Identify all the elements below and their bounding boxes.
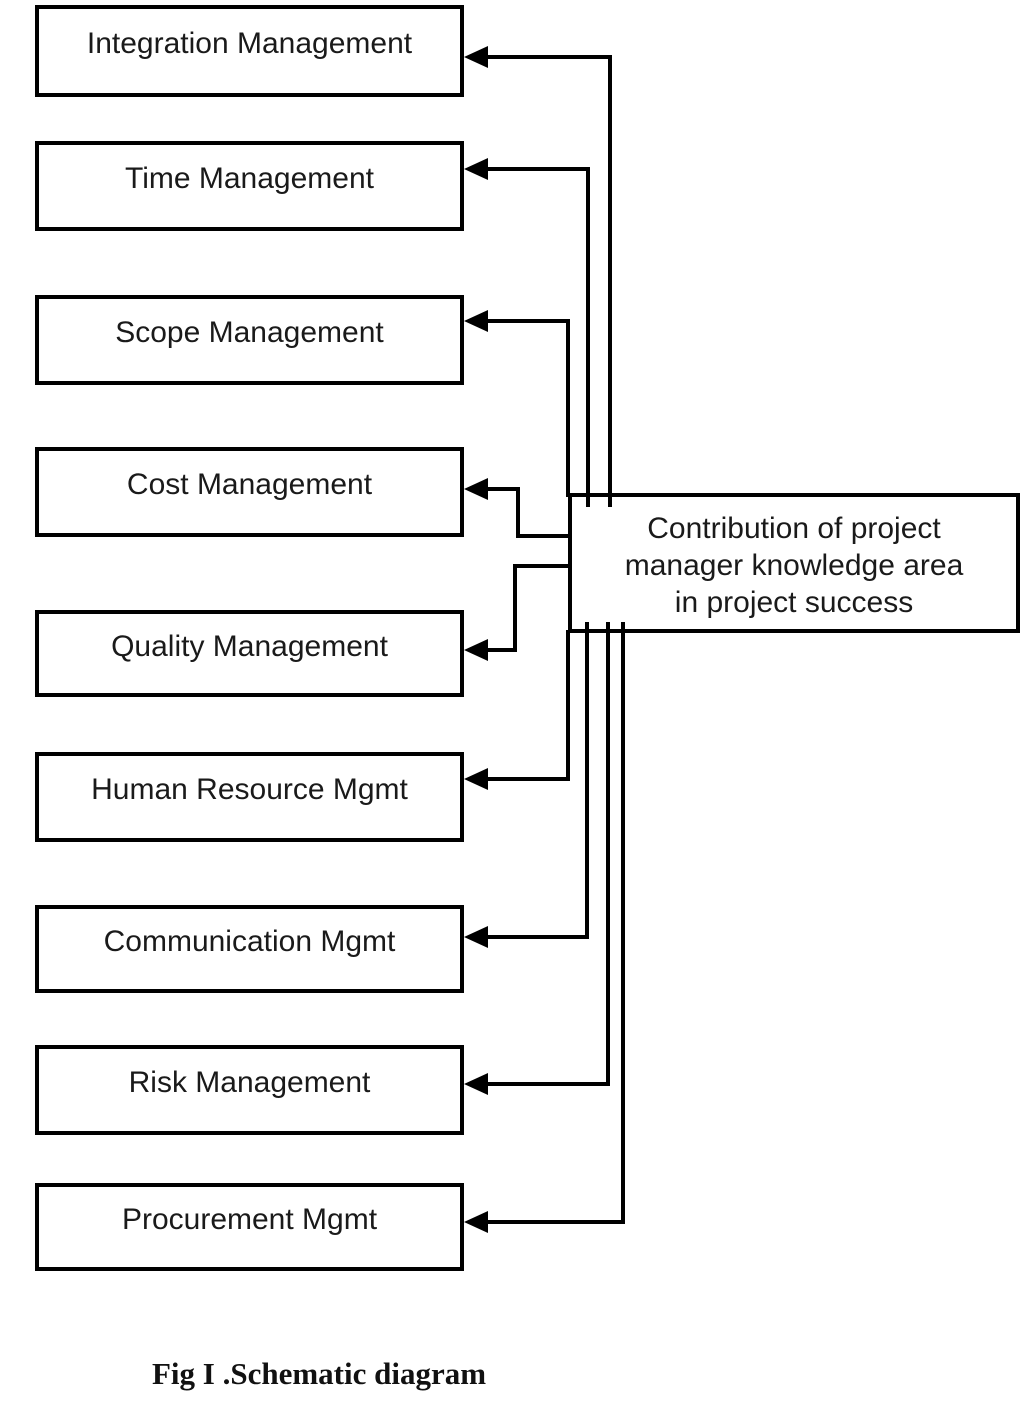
arrowhead-risk-icon: [464, 1073, 488, 1095]
connector-quality-vertical: [513, 564, 517, 652]
connector-risk-vertical: [606, 622, 610, 1086]
connector-cost-horizontal-outer: [486, 487, 520, 491]
arrowhead-integration-icon: [464, 46, 488, 68]
arrowhead-procurement-icon: [464, 1211, 488, 1233]
connector-communication-horizontal: [486, 935, 589, 939]
box-procurement-mgmt: Procurement Mgmt: [35, 1183, 464, 1271]
connector-communication-vertical: [585, 622, 589, 939]
box-label-risk-management: Risk Management: [128, 1066, 371, 1099]
figure-caption: Fig I .Schematic diagram: [152, 1356, 487, 1391]
connector-time-horizontal: [486, 167, 590, 171]
box-label-procurement-mgmt: Procurement Mgmt: [121, 1203, 378, 1236]
box-cost-management: Cost Management: [35, 447, 464, 537]
connector-integration-horizontal: [486, 55, 612, 59]
connector-hr-vertical: [566, 630, 570, 781]
box-label-scope-management: Scope Management: [115, 316, 384, 349]
connector-hr-horizontal: [486, 777, 570, 781]
connector-cost-vertical: [516, 487, 520, 538]
center-box-line-3: in project success: [674, 586, 914, 619]
connector-cost-horizontal-inner: [516, 534, 570, 538]
box-quality-management: Quality Management: [35, 610, 464, 697]
connector-quality-horizontal-inner: [513, 564, 570, 568]
box-integration-management: Integration Management: [35, 5, 464, 97]
center-box-line-1: Contribution of project: [647, 512, 941, 545]
connector-scope-horizontal: [486, 319, 570, 323]
box-risk-management: Risk Management: [35, 1045, 464, 1135]
box-time-management: Time Management: [35, 141, 464, 231]
arrowhead-time-icon: [464, 158, 488, 180]
arrowhead-communication-icon: [464, 926, 488, 948]
box-label-communication-mgmt: Communication Mgmt: [103, 925, 396, 958]
center-box-line-2: manager knowledge area: [624, 549, 964, 582]
connector-procurement-horizontal: [486, 1220, 625, 1224]
box-scope-management: Scope Management: [35, 295, 464, 385]
connector-integration-vertical: [608, 55, 612, 507]
box-label-cost-management: Cost Management: [126, 468, 373, 501]
center-box-text: Contribution of project manager knowledg…: [572, 497, 1016, 621]
arrowhead-hr-icon: [464, 768, 488, 790]
box-human-resource-mgmt: Human Resource Mgmt: [35, 752, 464, 842]
connector-procurement-vertical: [621, 622, 625, 1224]
box-contribution-center: Contribution of project manager knowledg…: [568, 493, 1020, 633]
arrowhead-cost-icon: [464, 478, 488, 500]
box-label-integration-management: Integration Management: [86, 27, 413, 60]
connector-quality-horizontal-outer: [486, 648, 517, 652]
box-communication-mgmt: Communication Mgmt: [35, 905, 464, 993]
box-label-quality-management: Quality Management: [111, 629, 388, 663]
arrowhead-scope-icon: [464, 310, 488, 332]
connector-time-vertical: [586, 167, 590, 507]
connector-scope-vertical: [566, 319, 570, 497]
connector-risk-horizontal: [486, 1082, 610, 1086]
arrowhead-quality-icon: [464, 639, 488, 661]
box-label-human-resource-mgmt: Human Resource Mgmt: [91, 773, 408, 806]
box-label-time-management: Time Management: [125, 162, 374, 195]
